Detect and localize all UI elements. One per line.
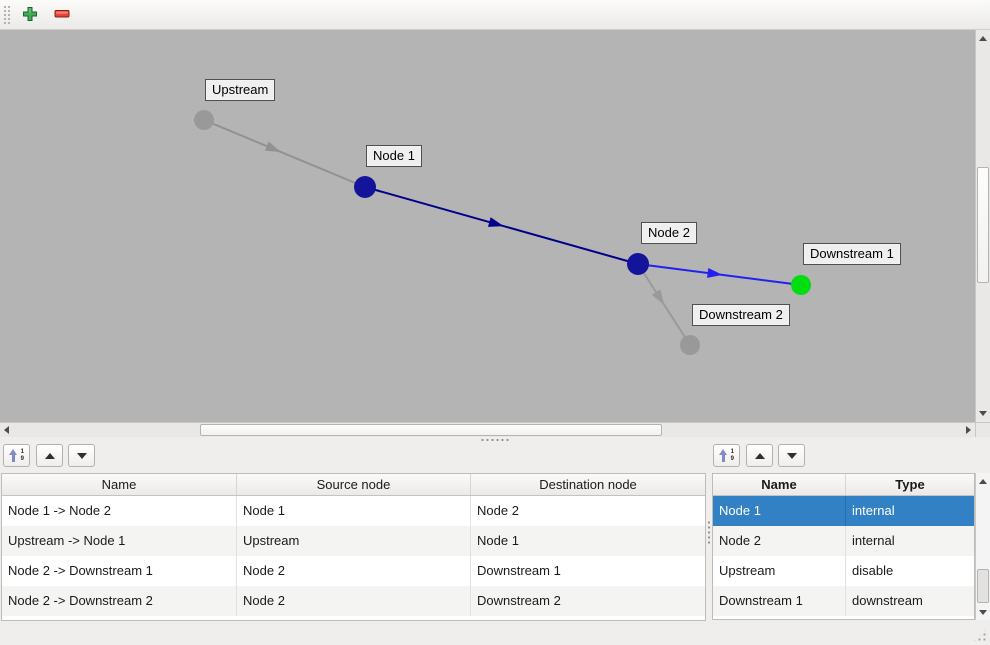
- horizontal-pane-splitter[interactable]: [0, 437, 990, 443]
- node-label-downstream2: Downstream 2: [692, 304, 790, 326]
- edge-table: Name Source node Destination node Node 1…: [1, 473, 706, 621]
- node-table-cell[interactable]: Node 1: [713, 496, 846, 526]
- canvas-vertical-scrollbar[interactable]: [975, 30, 990, 422]
- edge-table-header-destination[interactable]: Destination node: [539, 477, 637, 492]
- remove-button[interactable]: [53, 6, 71, 24]
- edge-table-header-name[interactable]: Name: [2, 474, 237, 495]
- graph-edge[interactable]: [203, 119, 366, 188]
- edge-table-cell[interactable]: Upstream -> Node 1: [2, 526, 237, 556]
- edge-table-header: Name Source node Destination node: [2, 474, 705, 496]
- node-table-row[interactable]: Downstream 1 downstream: [713, 586, 974, 616]
- edge-table-cell[interactable]: Downstream 2: [477, 593, 561, 608]
- scroll-up-icon[interactable]: [979, 36, 987, 41]
- node-table-row[interactable]: Upstream disable: [713, 556, 974, 586]
- scroll-down-icon[interactable]: [979, 610, 987, 615]
- edge-arrow-icon: [651, 289, 665, 305]
- node-table-cell[interactable]: disable: [852, 563, 894, 578]
- node-label-upstream: Upstream: [205, 79, 276, 101]
- edge-table-cell[interactable]: Node 2: [237, 586, 471, 616]
- node-table-header-type[interactable]: Type: [895, 477, 925, 492]
- node-label-node1: Node 1: [366, 145, 422, 167]
- main-toolbar: [0, 0, 990, 30]
- node-move-down-button[interactable]: [778, 444, 805, 467]
- graph-node-upstream[interactable]: [194, 110, 214, 130]
- canvas-vscroll-thumb[interactable]: [977, 167, 989, 283]
- edge-table-cell[interactable]: Node 1: [237, 496, 471, 526]
- move-up-icon: [754, 452, 765, 459]
- node-move-up-button[interactable]: [746, 444, 773, 467]
- node-table-cell[interactable]: internal: [852, 533, 895, 548]
- add-button[interactable]: [21, 6, 39, 24]
- node-table-cell[interactable]: downstream: [852, 593, 923, 608]
- edge-arrow-icon: [707, 268, 723, 278]
- canvas-hscroll-thumb[interactable]: [200, 424, 662, 436]
- edge-arrow-icon: [487, 217, 504, 227]
- splitter-grip-icon: [480, 438, 510, 442]
- resize-grip[interactable]: [973, 628, 987, 642]
- node-table-row[interactable]: Node 2 internal: [713, 526, 974, 556]
- graph-node-downstream2[interactable]: [680, 335, 700, 355]
- edge-table-cell[interactable]: Node 2 -> Downstream 2: [2, 586, 237, 616]
- add-icon: [22, 6, 38, 25]
- graph-node-downstream1[interactable]: [791, 275, 811, 295]
- edge-table-cell[interactable]: Node 1 -> Node 2: [2, 496, 237, 526]
- node-label-downstream1: Downstream 1: [803, 243, 901, 265]
- toolbar-drag-handle[interactable]: [3, 5, 11, 25]
- edge-move-down-button[interactable]: [68, 444, 95, 467]
- scroll-down-icon[interactable]: [979, 411, 987, 416]
- edge-table-cell[interactable]: Node 1: [477, 533, 519, 548]
- graph-node-node1[interactable]: [354, 176, 376, 198]
- remove-icon: [54, 6, 70, 25]
- edge-arrow-icon: [264, 141, 281, 152]
- edge-table-cell[interactable]: Downstream 1: [477, 563, 561, 578]
- scroll-right-icon[interactable]: [966, 426, 971, 434]
- node-label-node2: Node 2: [641, 222, 697, 244]
- node-table-header: Name Type: [713, 474, 974, 496]
- node-table-header-name[interactable]: Name: [713, 474, 846, 495]
- node-table-scroll-thumb[interactable]: [977, 569, 989, 603]
- move-down-icon: [786, 452, 797, 459]
- vertical-pane-splitter[interactable]: [706, 443, 712, 625]
- edge-table-cell[interactable]: Node 2 -> Downstream 1: [2, 556, 237, 586]
- scroll-up-icon[interactable]: [979, 479, 987, 484]
- edge-table-cell[interactable]: Node 2: [237, 556, 471, 586]
- edge-table-cell[interactable]: Node 2: [477, 503, 519, 518]
- node-table-cell[interactable]: internal: [852, 503, 895, 518]
- graph-node-node2[interactable]: [627, 253, 649, 275]
- node-table-scrollbar[interactable]: [975, 473, 990, 620]
- edge-move-up-button[interactable]: [36, 444, 63, 467]
- scroll-left-icon[interactable]: [4, 426, 9, 434]
- move-up-icon: [44, 452, 55, 459]
- node-table-cell[interactable]: Node 2: [713, 526, 846, 556]
- move-down-icon: [76, 452, 87, 459]
- canvas-horizontal-scrollbar[interactable]: [0, 422, 975, 437]
- node-table-cell[interactable]: Downstream 1: [713, 586, 846, 616]
- edge-table-cell[interactable]: Upstream: [237, 526, 471, 556]
- splitter-grip-icon: [707, 520, 711, 546]
- graph-svg: [194, 110, 811, 355]
- edge-table-header-source[interactable]: Source node: [237, 474, 471, 495]
- node-table-cell[interactable]: Upstream: [713, 556, 846, 586]
- scrollbar-corner: [975, 422, 990, 437]
- node-table-row[interactable]: Node 1 internal: [713, 496, 974, 526]
